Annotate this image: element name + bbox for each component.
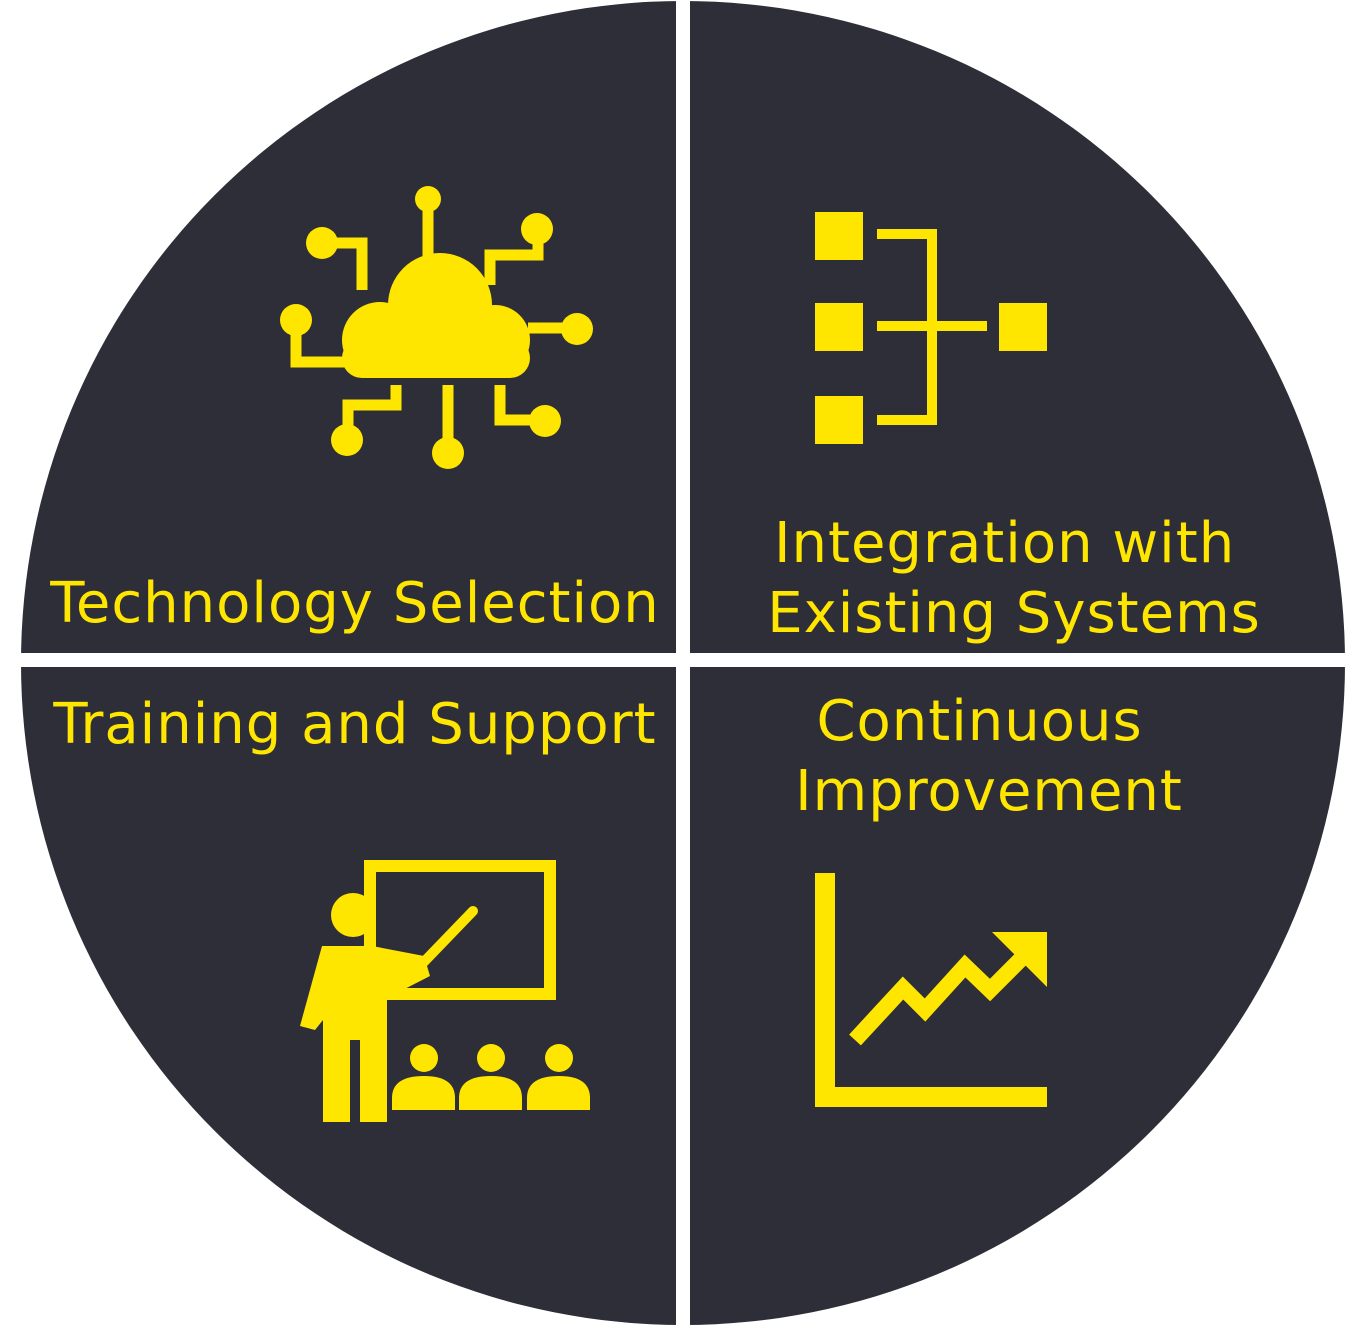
improvement-label-line-1: Continuous: [816, 689, 1142, 754]
integration-label-line-2: Existing Systems: [767, 581, 1261, 646]
quadrant-improvement: Continuous Improvement: [795, 689, 1183, 1107]
quadrant-integration: Integration with Existing Systems: [767, 212, 1261, 646]
quadrant-training: Training and Support: [52, 692, 656, 1122]
training-label: Training and Support: [52, 692, 656, 757]
technology-selection-label: Technology Selection: [49, 571, 660, 636]
growth-chart-icon: [815, 873, 1047, 1107]
cloud-network-icon: [280, 186, 593, 469]
presentation-teacher-icon: [300, 860, 590, 1122]
hierarchy-merge-icon: [815, 212, 1047, 444]
improvement-label-line-2: Improvement: [795, 759, 1183, 824]
horizontal-divider: [0, 653, 1351, 667]
quadrant-technology-selection: Technology Selection: [49, 186, 660, 636]
integration-label: Integration with Existing Systems: [767, 511, 1261, 646]
integration-label-line-1: Integration with: [774, 511, 1235, 576]
improvement-label: Continuous Improvement: [795, 689, 1183, 824]
